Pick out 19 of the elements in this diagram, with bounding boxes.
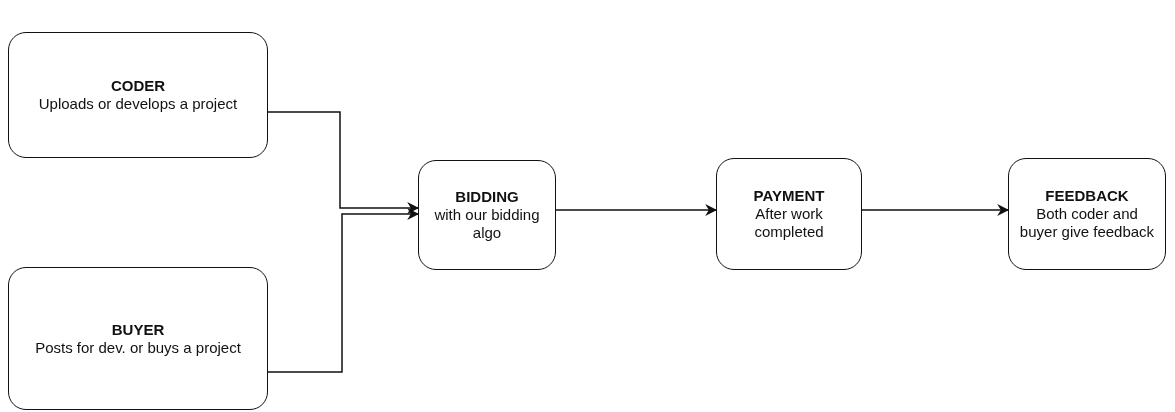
box-heading: BUYER: [111, 320, 165, 339]
process-box: [8, 32, 268, 158]
box-heading: FEEDBACK: [1045, 187, 1129, 205]
box-description: with our bidding algo: [433, 206, 541, 242]
process-box: [1008, 158, 1166, 270]
box-description: Uploads or develops a project: [38, 95, 238, 113]
arrow: [267, 208, 420, 373]
arrow: [861, 204, 1010, 216]
box-heading: PAYMENT: [753, 187, 825, 205]
box-heading: CODER: [110, 77, 166, 95]
box-description: After work completed: [753, 205, 825, 241]
arrow: [555, 204, 718, 216]
process-box: [418, 160, 556, 270]
box-heading: BIDDING: [455, 188, 519, 206]
process-box: [8, 267, 268, 410]
process-box: [716, 158, 862, 270]
box-description: Both coder and buyer give feedback: [1018, 205, 1156, 241]
box-description: Posts for dev. or buys a project: [35, 338, 241, 357]
arrow: [267, 111, 420, 214]
